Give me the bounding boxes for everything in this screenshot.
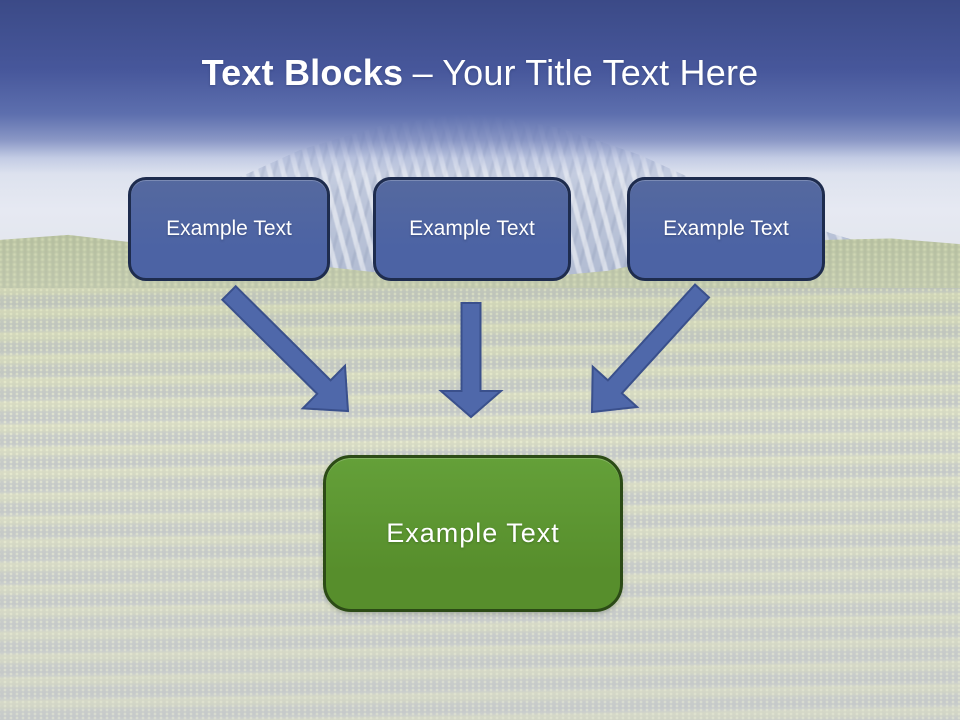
header-band: [0, 0, 960, 192]
arrow-from-block-3-icon[interactable]: [590, 283, 711, 414]
text-block-2-label: Example Text: [409, 217, 535, 240]
result-block[interactable]: Example Text: [323, 455, 623, 612]
arrow-from-block-1-icon[interactable]: [220, 284, 350, 413]
title-bold-text: Text Blocks: [201, 52, 404, 93]
text-block-3[interactable]: Example Text: [627, 177, 825, 281]
arrow-from-block-2-icon[interactable]: [438, 302, 504, 419]
title-subtitle-text: Your Title Text Here: [442, 52, 759, 93]
result-block-label: Example Text: [386, 518, 560, 548]
text-block-3-label: Example Text: [663, 217, 789, 240]
text-block-1[interactable]: Example Text: [128, 177, 330, 281]
title-separator: –: [412, 52, 433, 93]
slide-title: Text Blocks–Your Title Text Here: [0, 52, 960, 94]
text-block-1-label: Example Text: [166, 217, 292, 240]
text-block-2[interactable]: Example Text: [373, 177, 571, 281]
